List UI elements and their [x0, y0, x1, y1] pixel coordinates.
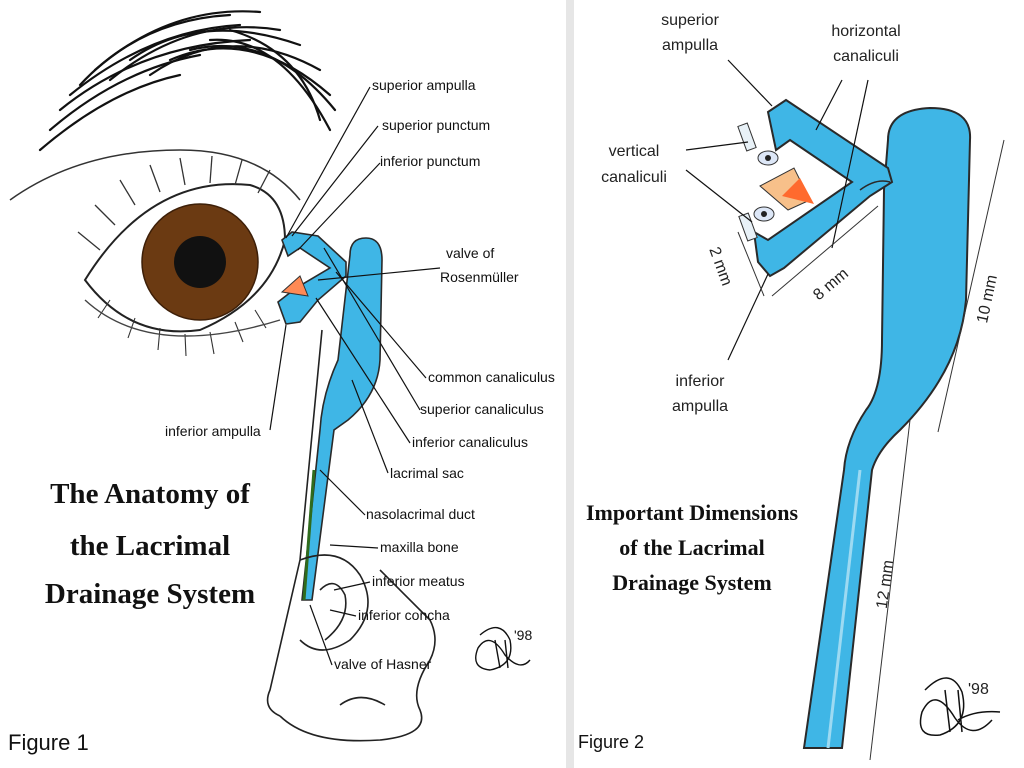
- figure1-title-line3: Drainage System: [45, 578, 255, 610]
- label-valve-rosenmuller-line2: Rosenmüller: [440, 269, 519, 285]
- figure2-title-line1: Important Dimensions: [586, 500, 799, 525]
- label-inferior-ampulla: inferior ampulla: [165, 423, 261, 439]
- upper-eyelashes: [77, 155, 271, 251]
- label-lacrimal-sac: lacrimal sac: [390, 465, 464, 481]
- label-fig2-inferior-ampulla-line2: ampulla: [672, 398, 728, 415]
- label-inferior-punctum: inferior punctum: [380, 153, 480, 169]
- dimension-line-2mm: [737, 231, 765, 297]
- dimension-12mm-label: 12 mm: [874, 559, 898, 610]
- label-fig2-vertical-canaliculi-line1: vertical: [609, 143, 660, 160]
- label-superior-canaliculus: superior canaliculus: [420, 401, 544, 417]
- figure2-signature: '98: [919, 677, 1001, 737]
- canaliculi-loop: [277, 231, 347, 325]
- label-fig2-vertical-canaliculi-line2: canaliculi: [601, 169, 667, 186]
- label-fig2-superior-ampulla-line2: ampulla: [662, 37, 718, 54]
- duct-mucosa-line: [302, 469, 316, 601]
- dimension-line-12mm: [869, 419, 911, 761]
- figure2-labels: superior ampulla horizontal canaliculi v…: [601, 12, 901, 415]
- figure1-leader-lines: [269, 86, 441, 666]
- fig2-upper-punctal-papilla: [737, 122, 757, 152]
- fig2-lower-punctal-papilla: [738, 212, 758, 242]
- label-inferior-meatus: inferior meatus: [372, 573, 465, 589]
- figure1-caption: Figure 1: [8, 730, 89, 755]
- figure1-title-line2: the Lacrimal: [70, 530, 230, 562]
- dimension-line-8mm: [771, 205, 879, 297]
- figure2-title-line2: of the Lacrimal: [619, 535, 764, 560]
- label-fig2-horizontal-canaliculi-line2: canaliculi: [833, 48, 899, 65]
- pupil: [174, 236, 226, 288]
- figure1-labels: superior ampulla superior punctum inferi…: [165, 77, 555, 672]
- lacrimal-system-fig1: [277, 231, 383, 601]
- fig2-lower-punctum-dot: [761, 211, 767, 217]
- eye-drawing: [77, 155, 287, 357]
- fig2-caruncle-inner: [782, 178, 814, 204]
- label-maxilla-bone: maxilla bone: [380, 539, 459, 555]
- figure1-signature: '98: [475, 627, 532, 671]
- figure1-title-line1: The Anatomy of: [50, 478, 250, 510]
- label-inferior-concha: inferior concha: [358, 607, 450, 623]
- figure1-panel: superior ampulla superior punctum inferi…: [8, 10, 555, 755]
- label-common-canaliculus: common canaliculus: [428, 369, 555, 385]
- label-fig2-horizontal-canaliculi-line1: horizontal: [831, 23, 900, 40]
- figure2-dimension-lines: [737, 139, 1005, 761]
- dimension-line-10mm: [937, 139, 1005, 433]
- lacrimal-sac-and-duct: [301, 237, 383, 601]
- figure2-title: Important Dimensions of the Lacrimal Dra…: [586, 500, 799, 595]
- dimension-2mm-label: 2 mm: [705, 245, 735, 288]
- dimension-8mm-label: 8 mm: [810, 265, 852, 304]
- nose-outline: [266, 329, 436, 742]
- dimension-10mm-label: 10 mm: [974, 273, 1001, 324]
- eyebrow-drawing: [38, 10, 337, 152]
- label-inferior-canaliculus: inferior canaliculus: [412, 434, 528, 450]
- figure2-leader-lines: [685, 59, 869, 361]
- figure1-signature-year: '98: [514, 627, 532, 643]
- figure2-caption: Figure 2: [578, 732, 644, 752]
- label-fig2-inferior-ampulla-line1: inferior: [676, 373, 726, 390]
- label-superior-punctum: superior punctum: [382, 117, 490, 133]
- figure2-signature-year: '98: [968, 681, 989, 698]
- fig2-common-junction: [859, 180, 891, 191]
- lower-lid-fold: [84, 299, 281, 337]
- label-valve-rosenmuller-line1: valve of: [446, 245, 494, 261]
- label-superior-ampulla: superior ampulla: [372, 77, 476, 93]
- figure1-title: The Anatomy of the Lacrimal Drainage Sys…: [45, 478, 255, 610]
- label-valve-hasner: valve of Hasner: [334, 656, 432, 672]
- caruncle: [280, 275, 309, 297]
- fig2-canaliculi: [752, 98, 894, 278]
- fig2-upper-punctum-dot: [765, 155, 771, 161]
- panel-divider: [566, 0, 574, 768]
- fig2-duct-highlight: [826, 469, 862, 749]
- label-fig2-superior-ampulla-line1: superior: [661, 12, 719, 29]
- label-nasolacrimal-duct: nasolacrimal duct: [366, 506, 475, 522]
- figure2-title-line3: Drainage System: [612, 570, 771, 595]
- figure2-panel: superior ampulla horizontal canaliculi v…: [578, 12, 1005, 761]
